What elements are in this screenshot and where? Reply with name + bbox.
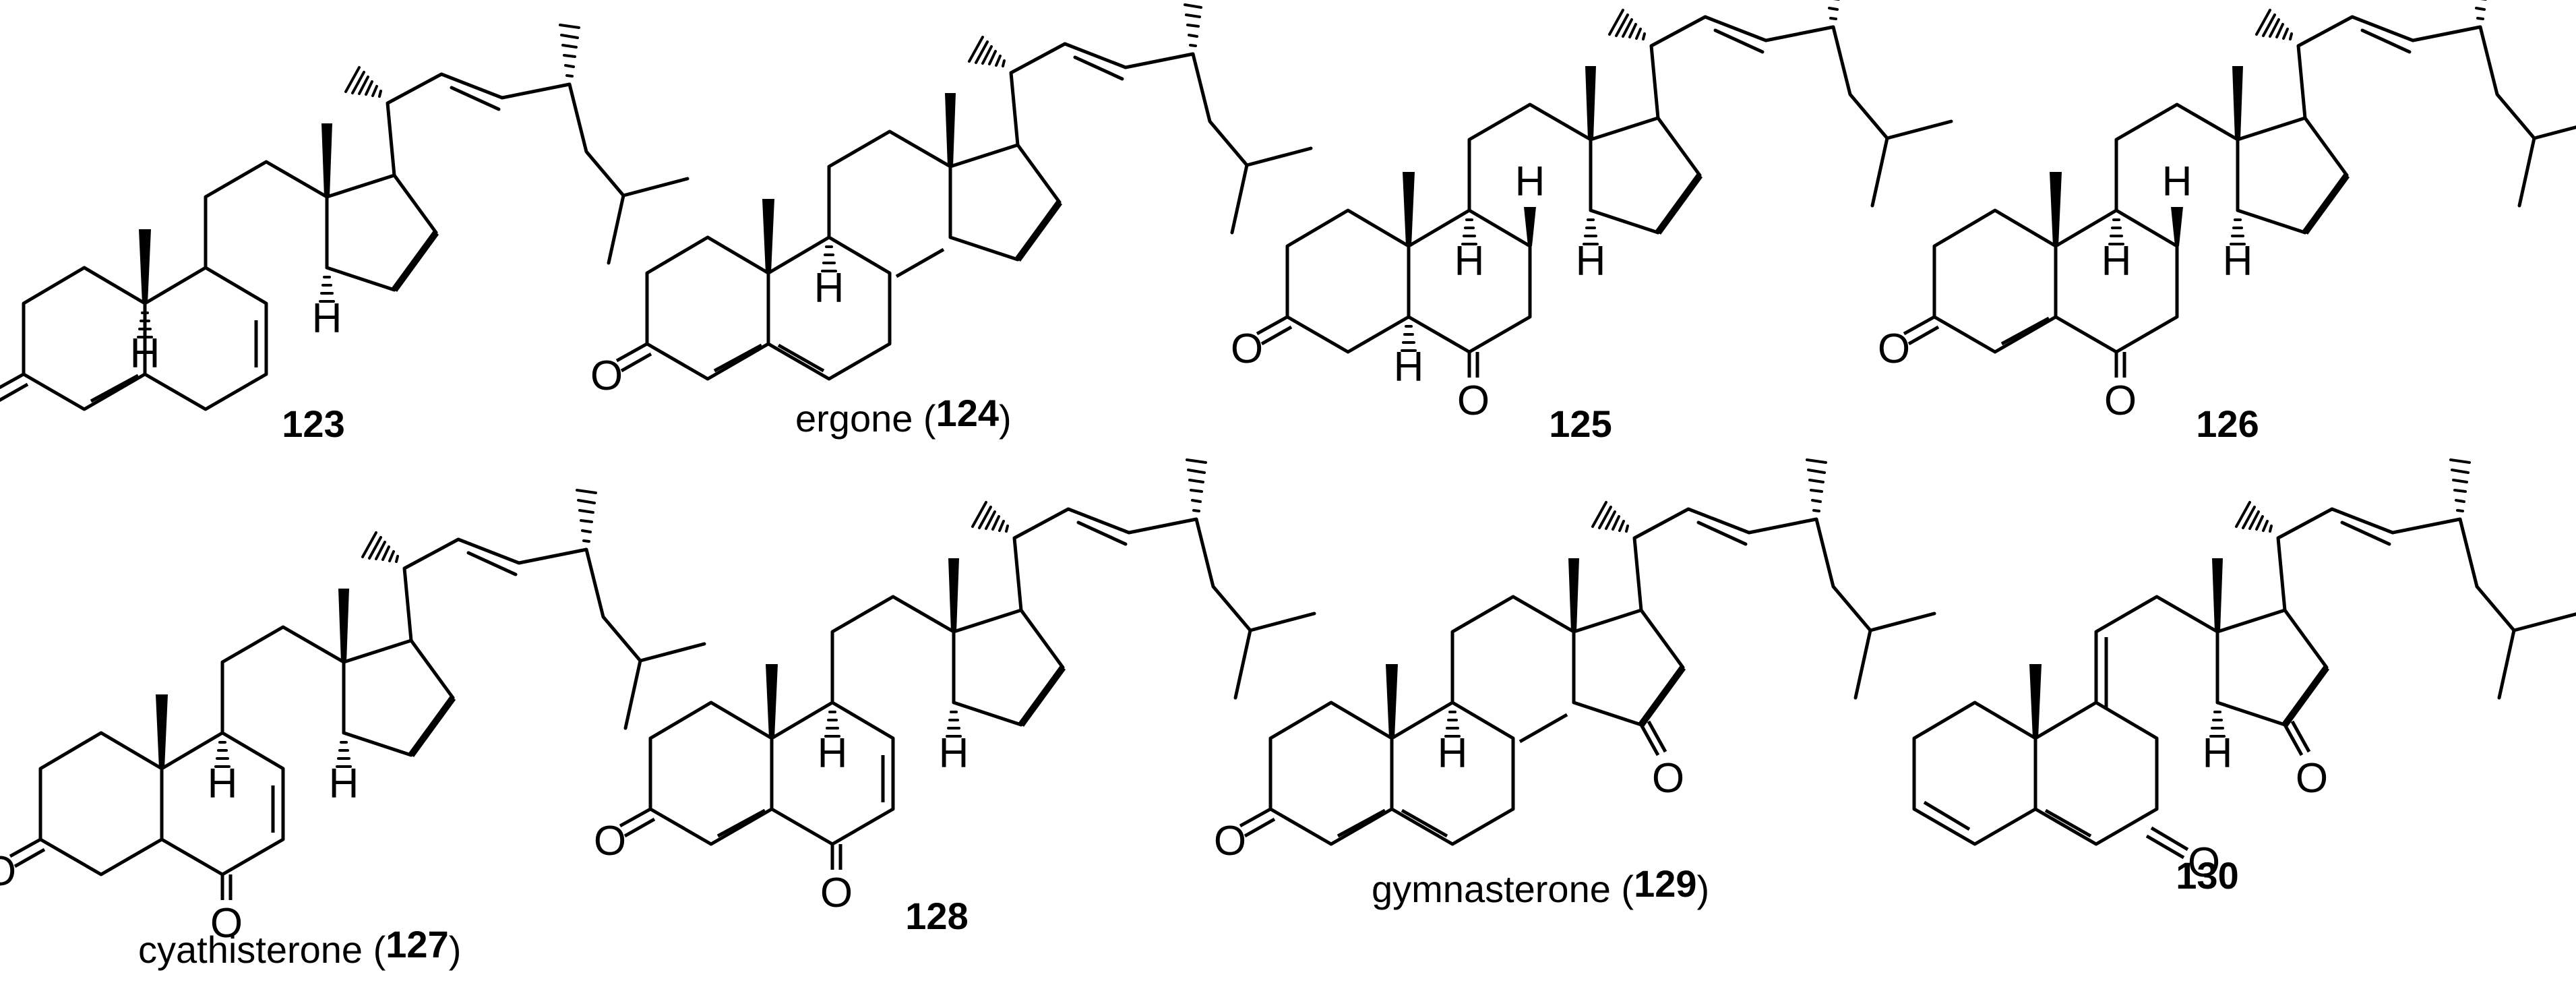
h-label: H [208, 761, 238, 807]
compound-name: gymnasterone (129) [1372, 862, 1709, 910]
h-label: H [2223, 238, 2253, 285]
compound-130: O O H [1914, 460, 2576, 886]
compound-124: O H [590, 0, 1311, 399]
h-label: H [1438, 730, 1468, 777]
compound-name: cyathisterone (127) [138, 923, 461, 971]
h-label: H [2102, 238, 2132, 285]
h-label: H [939, 730, 969, 777]
oxygen-label: O [594, 818, 626, 864]
compound-name: ergone (124) [795, 392, 1012, 440]
compound-number: 125 [1549, 403, 1612, 445]
oxygen-label: O [1231, 326, 1263, 372]
oxygen-label: O [2296, 755, 2328, 802]
compound-123: O H H [0, 25, 687, 429]
oxygen-label: O [1652, 755, 1684, 802]
compound-number: 126 [2196, 403, 2259, 445]
compound-128: O O H H [594, 460, 1314, 916]
oxygen-label: O [1214, 818, 1246, 864]
h-label: H [814, 265, 845, 311]
h-label: H [130, 330, 160, 377]
oxygen-label: O [820, 870, 853, 916]
oxygen-label: O [590, 353, 623, 399]
h-label: H [1394, 344, 1424, 390]
compound-129: O O H [1214, 460, 1934, 864]
h-label: H [1515, 158, 1545, 205]
h-label: H [329, 761, 359, 807]
compound-126: O O H H H [1878, 0, 2576, 424]
compound-125: O O H H H H [1231, 0, 1951, 424]
compound-number: 128 [905, 895, 968, 937]
oxygen-label: O [1878, 326, 1910, 372]
h-label: H [1454, 238, 1485, 285]
oxygen-label: O [210, 900, 243, 947]
oxygen-label: O [2188, 839, 2220, 886]
oxygen-label: O [0, 848, 16, 895]
h-label: H [312, 295, 342, 342]
compound-number: 123 [282, 403, 344, 445]
h-label: H [818, 730, 848, 777]
oxygen-label: O [2104, 378, 2137, 424]
h-label: H [2162, 158, 2192, 205]
compound-number: 130 [2176, 854, 2238, 897]
compound-127: O O H H [0, 490, 704, 947]
h-label: H [1576, 238, 1606, 285]
h-label: H [2203, 730, 2233, 777]
oxygen-label: O [1457, 378, 1490, 424]
